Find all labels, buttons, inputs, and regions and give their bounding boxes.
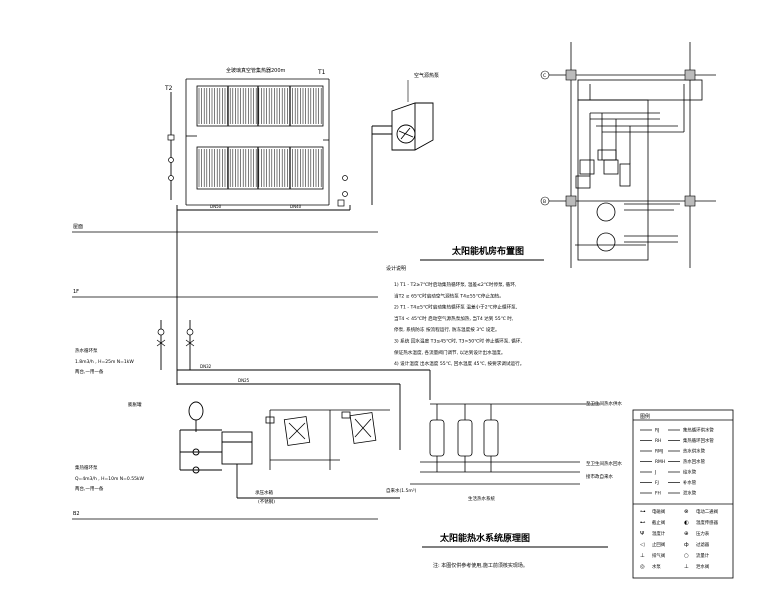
legend-symbol-text: 压力表 — [696, 530, 710, 537]
design-note-line: 3) 系统 回水温度 T3≤45℃时, T3>50℃时 停止循环泵, 循环, — [394, 338, 522, 345]
legend-symbol: ⊕ — [684, 531, 689, 537]
pump-label-2: 1.8m3/h , H=25m N=1kW — [75, 359, 134, 365]
legend-text: 集热循环回水管 — [683, 437, 714, 444]
legend-symbol: ⊥ — [640, 553, 645, 559]
grid-c-label: C — [543, 73, 546, 79]
pipe-label-2: DN40 — [290, 204, 302, 209]
legend-text: 补水管 — [683, 479, 697, 486]
bottom-note-2: 生活热水系统 — [468, 495, 495, 502]
design-note-line: 停泵, 系统防冻 按流程运行, 防冻温度按 3℃ 设定。 — [394, 326, 500, 333]
solar-collectors — [185, 78, 330, 206]
legend-symbol-text: 温度计 — [652, 530, 666, 537]
legend-text: 热水供水管 — [683, 448, 706, 455]
heat-pump-label: 空气源热泵 — [414, 72, 439, 79]
collector-label: 全玻璃真空管集热器200m — [226, 67, 286, 74]
tank-group — [179, 401, 400, 499]
bottom-note: 自来水(1.5m³) — [386, 487, 417, 494]
legend-symbol-text: 泄水阀 — [696, 563, 709, 570]
plan-columns — [565, 69, 696, 207]
legend-symbol-text: 止回阀 — [652, 541, 665, 548]
collector-top — [196, 85, 324, 127]
floor-roof-label: 屋面 — [73, 224, 83, 230]
design-note-line: 当T2 ≥ 65℃时启动空气源热泵 T4≥55℃停止加热。 — [394, 292, 504, 299]
riser-pipes — [160, 92, 431, 450]
legend-symbol-text: 电动二通阀 — [696, 508, 718, 515]
sensor-t1: T1 — [317, 69, 326, 76]
legend-symbol: ⊥ — [684, 564, 689, 570]
pipe-label-4: DN25 — [238, 378, 250, 383]
pump-label-4: 集热循环泵 — [75, 464, 98, 471]
legend-code: RJ — [655, 428, 659, 434]
legend-code: FJ — [655, 480, 659, 486]
legend-symbol: ◎ — [640, 564, 645, 570]
legend-code: RH — [655, 438, 661, 444]
legend-symbol-text: 水泵 — [652, 563, 661, 570]
storage-tanks — [410, 403, 600, 485]
legend-text: 集热循环供水管 — [683, 427, 714, 434]
tank-sub-label: (不锈钢) — [258, 498, 275, 505]
diagram-title: 太阳能热水系统原理图 — [439, 532, 530, 544]
legend-code: J — [654, 470, 656, 476]
right-out-label-3: 接市政自来水 — [586, 473, 613, 480]
pump-label-3: 两台,一用一备 — [75, 368, 104, 375]
design-note-line: 当T4 < 45℃时 启动空气源热泵加热, 当T4 达到 55℃ 时, — [394, 315, 514, 322]
legend-lines: RJ 集热循环供水管 RH 集热循环回水管 RMJ 热水供水管 RMH 热水回水管 J 给水管 FJ… — [640, 427, 714, 497]
pipe-label-1: DN50 — [210, 204, 222, 209]
legend-text: 泄水管 — [683, 490, 697, 497]
sensor-t2: T2 — [164, 85, 173, 92]
legend-symbol: ◐ — [684, 520, 689, 526]
design-note-line: 2) T1 - T4≥5℃时启动集热循环泵 温差小于2℃停止循环泵, — [394, 304, 518, 311]
air-source-heat-pump — [371, 80, 434, 205]
right-out-label-2: 至卫生间热水回水 — [586, 460, 622, 467]
legend-symbol-text: 过滤器 — [696, 541, 710, 548]
diagram-note: 注: 本图仅供参考使用,施工前须核实现场。 — [433, 562, 528, 569]
design-note-line: 保证热水温度, 各流量阀门调节, 以达到设计出水温度。 — [394, 349, 506, 356]
legend-symbol-text: 电磁阀 — [652, 508, 665, 515]
tank-label: 承压水箱 — [255, 489, 273, 496]
floor-lines — [72, 231, 378, 520]
right-out-label-1: 至卫生间热水供水 — [586, 400, 622, 407]
riser-valves — [156, 134, 348, 347]
legend-title: 图例 — [640, 413, 650, 420]
design-note-line: 4) 设计温度 出水温度 55℃, 回水温度 45℃, 按要求调试运行。 — [394, 360, 524, 367]
legend-symbol: ◁ — [640, 542, 645, 548]
plan-title: 太阳能机房布置图 — [451, 245, 524, 257]
floor-1f-label: 1F — [73, 289, 79, 295]
legend-symbol-text: 截止阀 — [652, 519, 665, 526]
design-note-line: 1) T1 - T2≥7℃时启动集热循环泵, 温差≤2℃时停泵, 循环, — [394, 281, 517, 288]
legend-symbol: ○ — [684, 553, 689, 559]
grid-b-label: B — [543, 199, 546, 205]
pipe-label-3: DN32 — [200, 364, 212, 369]
collector-tubes-top — [198, 86, 322, 126]
exp-tank-label: 膨胀罐 — [128, 401, 142, 408]
legend-text: 热水回水管 — [683, 458, 706, 465]
legend-symbol: ⊷ — [640, 520, 646, 526]
legend-code: RMH — [655, 459, 665, 465]
legend-code: RMJ — [655, 449, 663, 455]
legend-symbol-text: 流量计 — [696, 552, 710, 559]
collector-tubes-bottom — [198, 147, 322, 189]
legend-symbol-text: 排气阀 — [652, 552, 665, 559]
design-notes: 1) T1 - T2≥7℃时启动集热循环泵, 温差≤2℃时停泵, 循环, 当T2… — [394, 281, 524, 367]
notes-heading: 设计说明 — [386, 265, 406, 272]
legend-symbol-text: 温度传感器 — [696, 519, 719, 526]
legend-symbol: ⊶ — [640, 509, 646, 515]
legend-symbol: ⊗ — [684, 509, 689, 515]
heat-exchangers — [265, 409, 390, 470]
legend-code: FH — [655, 491, 661, 497]
pump-label-6: 两台,一用一备 — [75, 485, 104, 492]
legend-text: 给水管 — [683, 469, 697, 476]
legend-symbol: Ψ — [640, 531, 645, 537]
pump-label-1: 热水循环泵 — [75, 347, 98, 354]
legend-box — [632, 409, 734, 579]
pump-label-5: Q=4m3/h , H=10m N=0.55kW — [75, 476, 145, 482]
floor-b2-label: B2 — [73, 511, 80, 517]
collector-bottom — [196, 146, 324, 190]
legend-symbols: ⊶ 电磁阀 ⊗ 电动二通阀 ⊷ 截止阀 ◐ 温度传感器 Ψ 温度计 ⊕ 压力表 ◁ 止回阀 ф 过滤器 ⊥ 排气阀… — [640, 508, 719, 570]
legend-symbol: ф — [684, 542, 689, 548]
